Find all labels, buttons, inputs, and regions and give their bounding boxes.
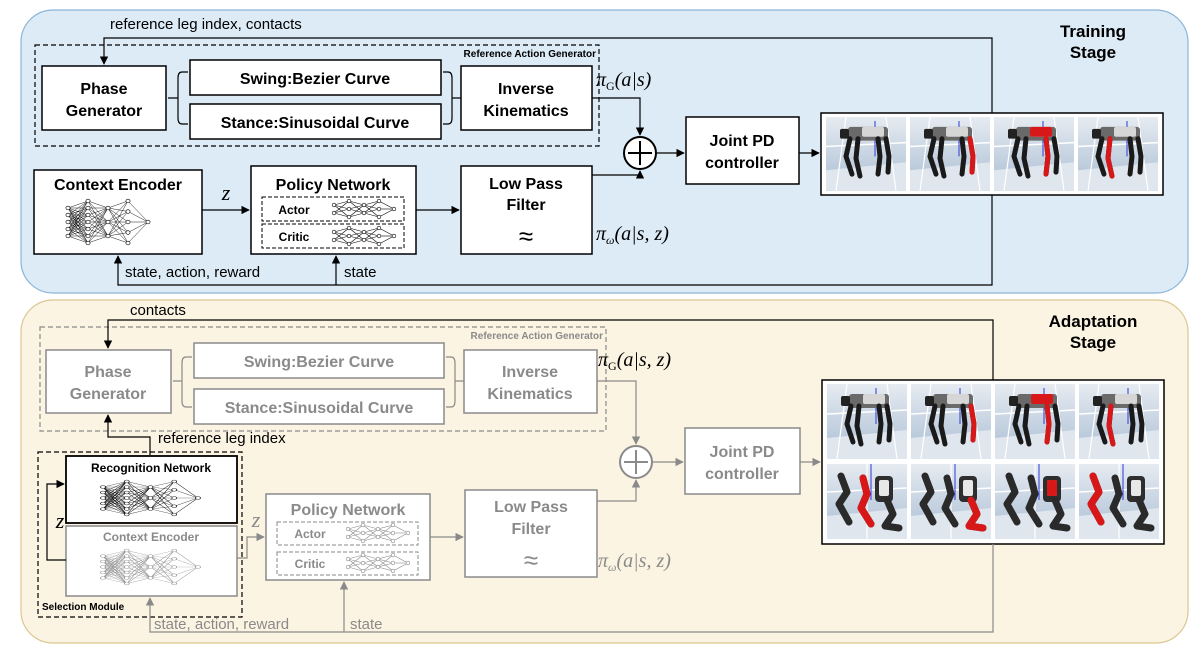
adaptation-critic-label: Critic [295, 557, 326, 571]
training-lpf-symbol: ≈ [519, 221, 533, 251]
training-robot-frame-2 [910, 117, 990, 191]
training-policy-network-label: Policy Network [276, 177, 391, 194]
training-joint-pd [685, 116, 800, 185]
training-pi-w: πω(a|s, z) [596, 223, 669, 247]
adaptation-swing-box [193, 342, 445, 379]
training-bracket-right [443, 71, 461, 125]
adaptation-arrow-z [237, 532, 265, 559]
adaptation-pi-g: πG(a|s, z) [598, 349, 671, 373]
adaptation-robot-frame-7 [995, 464, 1075, 539]
training-stage-label-2: Stage [1070, 43, 1116, 62]
training-lpf-box [460, 165, 593, 255]
training-feedback-label: reference leg index, contacts [110, 16, 302, 33]
training-swing-box [189, 59, 442, 96]
adaptation-joint-pd [684, 427, 801, 495]
training-ik-label-1: Inverse [498, 81, 554, 98]
adaptation-contacts-label: contacts [130, 302, 186, 319]
training-joint-pd-label-1: Joint PD [710, 133, 775, 150]
adaptation-ref-leg-label: reference leg index [158, 430, 286, 447]
adaptation-recognition-network-label: Recognition Network [91, 461, 211, 475]
adaptation-swing-label: Swing:Bezier Curve [244, 354, 394, 371]
adaptation-z-label: z [251, 507, 261, 532]
adaptation-feedback-state-arrow [145, 544, 994, 633]
adaptation-phase-generator [45, 349, 172, 414]
adaptation-joint-pd-label-1: Joint PD [710, 444, 775, 461]
adaptation-arrow-lpf-sum [597, 479, 641, 502]
training-pi-g: πG(a|s) [596, 69, 652, 93]
adaptation-lpf-label-2: Filter [511, 521, 550, 538]
training-rag-box [34, 44, 600, 147]
training-swing-label: Swing:Bezier Curve [240, 71, 390, 88]
training-rag-label: Reference Action Generator [464, 49, 597, 60]
adaptation-bracket-right [446, 356, 464, 408]
adaptation-stance-label: Stance:Sinusoidal Curve [225, 400, 414, 417]
training-robot-frame-1 [826, 117, 906, 191]
adaptation-state-label: state [350, 616, 383, 633]
adaptation-selection-module-label: Selection Module [42, 602, 125, 613]
training-arrow-lpf-sum [592, 170, 645, 179]
adaptation-stance-box [193, 388, 445, 425]
adaptation-arrow-ik-sum [597, 380, 641, 445]
adaptation-robot-frame-3 [995, 384, 1075, 459]
training-bracket-left [168, 71, 188, 125]
adaptation-stage-label-1: Adaptation [1049, 312, 1138, 331]
training-z-label: z [221, 180, 231, 205]
training-robot-frame-4 [1078, 117, 1158, 191]
adaptation-ik-label-1: Inverse [502, 364, 558, 381]
adaptation-robot-frame-4 [1079, 384, 1159, 459]
adaptation-robot-frame-1 [827, 384, 907, 459]
training-lpf-label-1: Low Pass [489, 176, 563, 193]
training-state-label: state [344, 264, 377, 281]
adaptation-sar-label: state, action, reward [154, 616, 289, 633]
training-phase-label-2: Generator [66, 103, 142, 120]
training-stance-box [189, 103, 442, 140]
adaptation-joint-pd-label-2: controller [705, 466, 779, 483]
adaptation-lpf-box [464, 489, 598, 578]
training-joint-pd-label-2: controller [705, 155, 779, 172]
adaptation-rag-label: Reference Action Generator [471, 331, 604, 342]
training-lpf-label-2: Filter [506, 197, 545, 214]
adaptation-z-loop-label: z [55, 508, 65, 533]
adaptation-robot-frame-6 [911, 464, 991, 539]
adaptation-context-encoder [65, 525, 238, 597]
adaptation-actor-label: Actor [294, 527, 326, 541]
adaptation-context-encoder-label: Context Encoder [103, 530, 199, 544]
training-sar-label: state, action, reward [125, 264, 260, 281]
adaptation-recognition-network [65, 455, 238, 524]
adaptation-contacts-arrow [103, 319, 994, 380]
adaptation-robot-frame-2 [911, 384, 991, 459]
adaptation-lpf-label-1: Low Pass [494, 499, 568, 516]
adaptation-phase-label-2: Generator [70, 386, 146, 403]
training-feedback-state-arrow [113, 195, 993, 286]
training-phase-label-1: Phase [80, 81, 127, 98]
adaptation-robot-frame-5 [827, 464, 907, 539]
training-phase-generator [41, 65, 167, 131]
adaptation-ik-label-2: Kinematics [487, 386, 572, 403]
adaptation-ik-box [463, 349, 598, 414]
adaptation-policy-network-label: Policy Network [291, 502, 406, 519]
adaptation-rag-box [39, 326, 607, 432]
adaptation-phase-label-1: Phase [84, 364, 131, 381]
training-arrow-ik-sum [592, 97, 645, 136]
training-feedback-contacts-arrow [99, 37, 993, 113]
training-context-encoder-label: Context Encoder [54, 177, 182, 194]
training-actor-label: Actor [278, 203, 310, 217]
training-ik-box [460, 65, 593, 131]
training-critic-label: Critic [279, 230, 310, 244]
adaptation-ref-leg-arrow [103, 414, 151, 455]
adaptation-stage-label-2: Stage [1070, 333, 1116, 352]
adaptation-plus-icon [624, 450, 648, 474]
adaptation-z-loop-arrow [46, 479, 66, 561]
training-ik-label-2: Kinematics [483, 103, 568, 120]
training-stage-label-1: Training [1060, 22, 1126, 41]
adaptation-pi-w: πω(a|s, z) [598, 550, 671, 574]
training-context-encoder [33, 169, 203, 255]
training-stance-label: Stance:Sinusoidal Curve [221, 115, 410, 132]
adaptation-robot-frame-8 [1079, 464, 1159, 539]
training-plus-icon [628, 141, 652, 165]
adaptation-lpf-symbol: ≈ [524, 545, 538, 575]
adaptation-bracket-left [173, 356, 192, 408]
training-robot-frame-3 [994, 117, 1074, 191]
